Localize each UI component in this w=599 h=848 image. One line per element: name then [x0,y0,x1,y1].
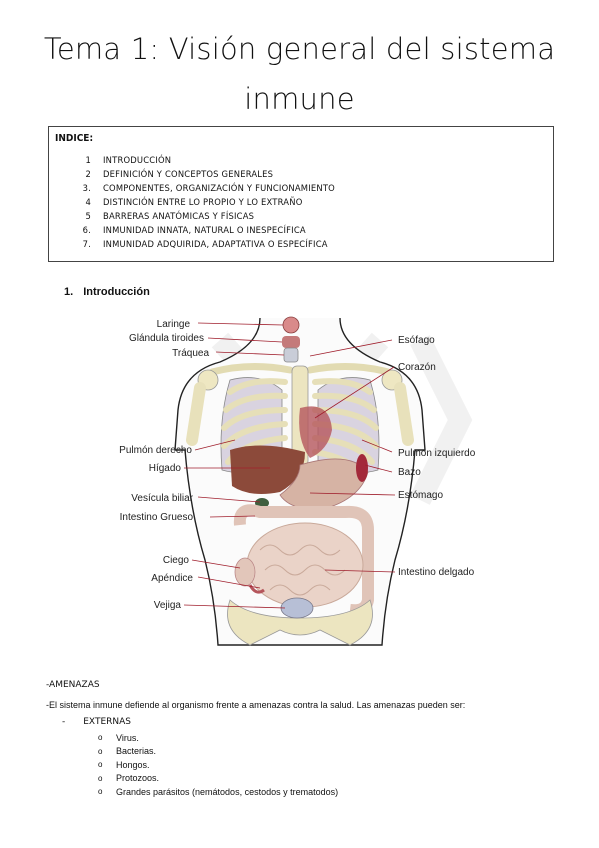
trachea [283,347,299,363]
liver [230,445,305,494]
amenazas-heading: -Amenazas [46,680,100,690]
index-item-text: Barreras anatómicas y físicas [103,211,255,221]
page-title-line-2: inmune [244,82,355,116]
label-glandula-tiroides: Glándula tiroides [129,333,204,344]
label-corazon: Corazón [398,362,436,373]
label-intestino-grueso: Intestino Grueso [120,512,194,523]
heart [299,406,332,458]
section-title: Introducción [83,286,150,298]
list-item: o Bacterias. [98,745,338,759]
small-intestine [246,522,364,608]
label-ciego: Ciego [163,555,190,566]
clavicles [208,362,392,376]
index-item-number: 1 [85,155,91,165]
thyroid-gland [282,336,300,348]
list-item-text: Grandes parásitos (nemátodos, cestodos y… [116,786,339,797]
externas-label: Externas [83,717,131,727]
index-item: 6. Inmunidad innata, natural o inespecífi… [67,223,335,237]
bullet-marker: o [98,787,103,797]
label-pulmon-derecho: Pulmón derecho [119,445,192,456]
index-item-text: Inmunidad innata, natural o inespecífica [103,225,306,235]
index-item: 7. Inmunidad adquirida, adaptativa o espe… [67,237,335,251]
label-esofago: Esófago [398,335,435,346]
index-item: 5 Barreras anatómicas y físicas [67,209,335,223]
index-item: 1 Introducción [67,153,335,167]
list-item: o Protozoos. [98,772,338,786]
index-item-text: Componentes, organización y funcionamien… [103,183,335,193]
intro-paragraph: -El sistema inmune defiende al organismo… [46,700,466,710]
index-item-number: 7. [82,239,91,249]
index-item-text: Inmunidad adquirida, adaptativa o especí… [103,239,328,249]
section-number: 1. [64,286,74,298]
page-title-line-1: Tema 1: Visión general del sistema [43,32,556,66]
index-list: 1 Introducción 2 Definición y conceptos ge… [67,153,335,251]
index-item-number: 3. [82,183,91,193]
label-bazo: Bazo [398,467,421,478]
bullet-marker: o [98,773,103,783]
index-item-number: 5 [85,211,91,221]
bullet-marker: o [98,746,103,756]
label-pulmon-izquierdo: Pulmon izquierdo [398,448,476,459]
spleen [356,454,368,482]
label-apendice: Apéndice [151,573,193,584]
label-traquea: Tráquea [172,348,209,359]
index-box: INDICE: 1 Introducción 2 Definición y conc… [48,126,554,262]
list-item: o Virus. [98,731,338,745]
index-heading: INDICE: [55,133,94,144]
bullet-marker: o [98,733,103,743]
list-item: o Grandes parásitos (nemátodos, cestodos … [98,785,338,799]
index-item-number: 4 [85,197,91,207]
index-item-number: 6. [82,225,91,235]
label-intestino-delgado: Intestino delgado [398,567,475,578]
index-item: 2 Definición y conceptos generales [67,167,335,181]
index-item-text: Definición y conceptos generales [103,169,274,179]
list-item-text: Bacterias. [116,746,157,757]
list-item-text: Virus. [116,732,139,743]
index-item-text: Distinción entre lo propio y lo extraño [103,197,303,207]
index-item-text: Introducción [103,155,172,165]
index-item-number: 2 [85,169,91,179]
label-laringe: Laringe [157,319,191,330]
larynx [282,316,300,334]
cecum [234,557,256,587]
small-intestine-coils [259,544,346,596]
list-item-text: Hongos. [116,759,150,770]
left-humerus [394,382,414,446]
list-dash: - [62,717,66,727]
right-humerus [186,382,206,446]
label-vejiga: Vejiga [154,600,182,611]
index-item: 3. Componentes, organización y funcionami… [67,181,335,195]
index-item: 4 Distinción entre lo propio y lo extraño [67,195,335,209]
section-heading: 1. Introducción [64,286,150,298]
bladder [280,597,314,619]
list-item-text: Protozoos. [116,773,160,784]
pelvis [227,599,373,646]
externas-item: - Externas [62,717,131,727]
label-estomago: Estómago [398,490,443,501]
torso-anatomy-figure: Laringe Glándula tiroides Tráquea Pulmón… [119,316,476,646]
label-vesicula-biliar: Vesícula biliar [131,493,193,504]
leader-lines [183,322,396,609]
label-higado: Hígado [149,463,182,474]
list-item: o Hongos. [98,758,338,772]
bullet-marker: o [98,760,103,770]
